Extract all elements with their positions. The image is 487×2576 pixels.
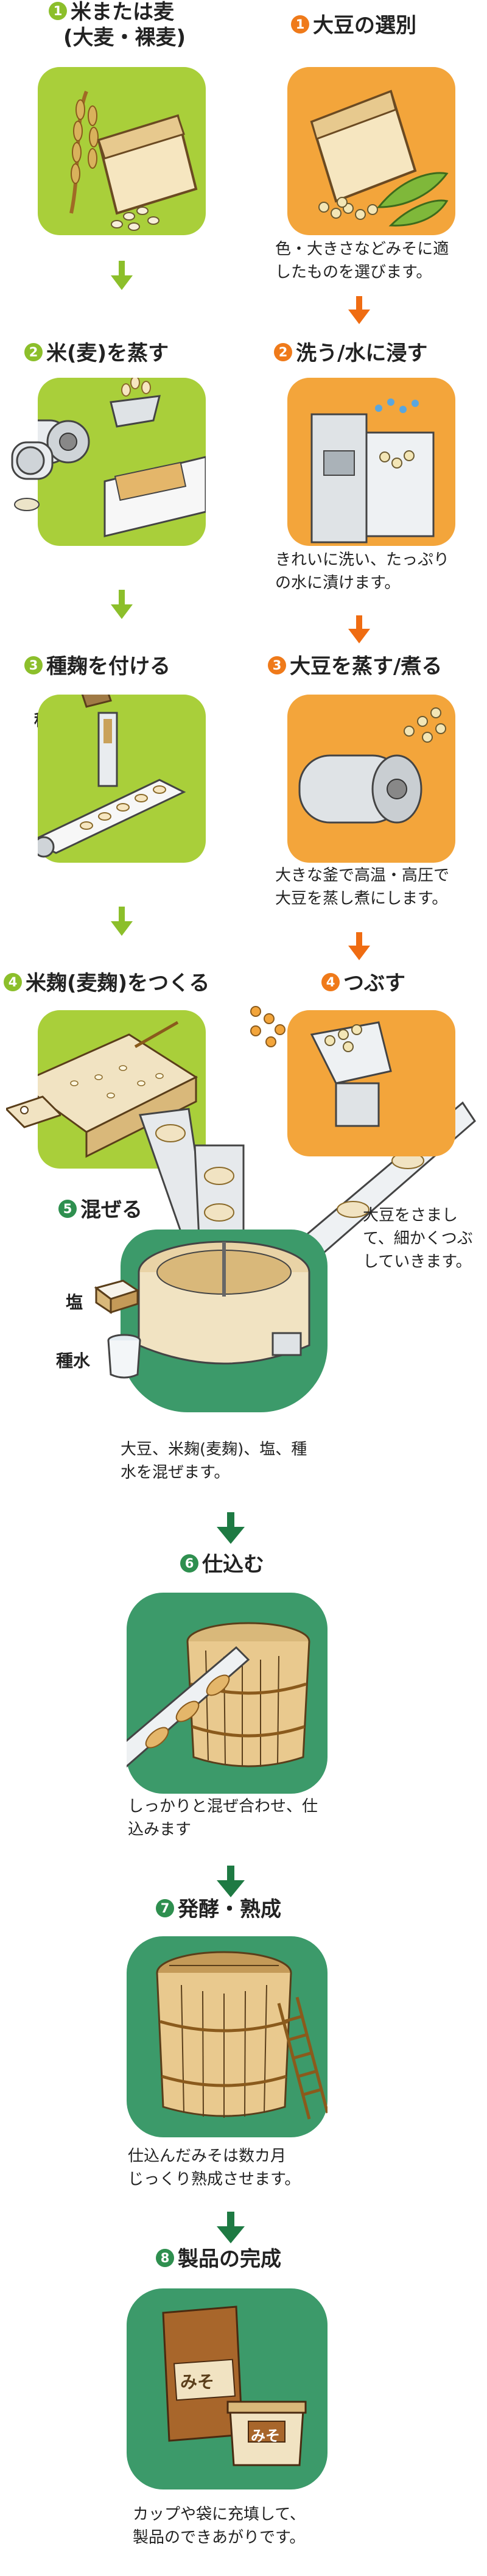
step-number-badge: 8	[156, 2248, 174, 2267]
miso-bag-label: みそ	[180, 2372, 215, 2392]
step-number-badge: 7	[156, 1898, 174, 1917]
caption-line: 込みます	[128, 1821, 192, 1839]
pressure-cooker-illustration	[287, 695, 455, 863]
step1-rice-subtitle: (大麦・裸麦)	[63, 26, 186, 50]
koji-tray-left	[6, 1072, 61, 1139]
caption-line: したものを選びます。	[275, 263, 432, 281]
rice-grain-illustration	[38, 67, 206, 235]
step-number-badge: 1	[291, 15, 309, 34]
caption-line: 仕込んだみそは数カ月	[128, 2147, 287, 2165]
koji-seeding-illustration	[38, 695, 206, 863]
bean-washer-illustration	[287, 378, 455, 546]
step-number-badge: 3	[268, 656, 286, 674]
step-number-badge: 3	[24, 656, 43, 674]
step-title-text: 製品の完成	[178, 2247, 281, 2271]
barrel-filling-illustration	[127, 1593, 328, 1794]
caption-line: 色・大きさなどみそに適	[275, 240, 449, 258]
caption-line: 製品のできあがりです。	[133, 2528, 306, 2547]
rice-steamer-illustration	[38, 378, 206, 546]
step2-wash-caption: きれいに洗い、たっぷり の水に漬けます。	[275, 548, 449, 595]
step8-product-caption: カップや袋に充填して、 製品のできあがりです。	[133, 2503, 306, 2549]
step-number-badge: 2	[274, 342, 292, 361]
caption-line: て、細かくつぶ	[363, 1230, 473, 1248]
rice-steamer-extension	[6, 439, 55, 512]
step-title-text: 種麹を付ける	[46, 654, 170, 679]
caption-line: 大豆をさまし	[363, 1206, 458, 1225]
aging-barrel-illustration	[127, 1936, 328, 2137]
caption-line: 大きな釜で高温・高圧で	[275, 866, 450, 885]
bean-masher-illustration	[287, 1010, 455, 1156]
step-title-text: 洗う/水に浸す	[296, 341, 428, 366]
step-title-text: 仕込む	[202, 1552, 264, 1577]
step-title-text: 大豆を蒸す/煮る	[290, 654, 443, 679]
step1-soy-caption: 色・大きさなどみそに適 したものを選びます。	[275, 238, 449, 284]
caption-line: していきます。	[363, 1253, 472, 1271]
step-number-badge: 2	[24, 342, 43, 361]
flying-beans	[244, 999, 298, 1054]
caption-line: の水に漬けます。	[275, 574, 401, 592]
mixer-illustration	[121, 1230, 328, 1412]
step-number-badge: 1	[49, 1, 67, 20]
step-number-badge: 4	[321, 972, 340, 991]
step-number-badge: 6	[180, 1554, 198, 1573]
caption-line: カップや袋に充填して、	[133, 2505, 306, 2524]
salt-box-icon	[93, 1272, 141, 1315]
step3-steam-beans-caption: 大きな釜で高温・高圧で 大豆を蒸し煮にします。	[275, 864, 449, 910]
caption-line: 水を混ぜます。	[121, 1463, 230, 1482]
seed-water-label: 種水	[56, 1351, 91, 1371]
step-number-badge: 4	[4, 972, 22, 991]
step-title-text: 発酵・熟成	[178, 1897, 281, 1922]
caption-line: きれいに洗い、たっぷり	[275, 551, 450, 569]
caption-line: 大豆を蒸し煮にします。	[275, 890, 448, 908]
koji-making-illustration	[38, 1010, 206, 1169]
step5-mix-caption: 大豆、米麹(麦麹)、塩、種 水を混ぜます。	[121, 1438, 307, 1484]
caption-line: じっくり熟成させます。	[128, 2170, 301, 2189]
step4-mash-caption: 大豆をさまし て、細かくつぶ していきます。	[363, 1204, 473, 1273]
step-number-badge: 5	[58, 1199, 77, 1218]
step-title-text: 米または麦	[71, 0, 174, 24]
step6-prepare-caption: しっかりと混ぜ合わせ、仕 込みます	[128, 1795, 318, 1841]
step-title-text: 大豆の選別	[313, 13, 416, 38]
seed-water-cup-icon	[106, 1333, 142, 1382]
miso-cup-label: みそ	[251, 2427, 280, 2444]
caption-line: しっかりと混ぜ合わせ、仕	[128, 1797, 318, 1816]
step7-ferment-caption: 仕込んだみそは数カ月 じっくり熟成させます。	[128, 2145, 300, 2191]
soybean-sack-illustration	[287, 67, 455, 235]
step-title-text: つぶす	[343, 971, 405, 996]
step-title-text: 米麹(麦麹)をつくる	[26, 971, 210, 996]
miso-products-illustration	[127, 2288, 328, 2489]
caption-line: 大豆、米麹(麦麹)、塩、種	[121, 1440, 307, 1459]
salt-label: 塩	[66, 1292, 83, 1312]
step-title-text: 混ぜる	[80, 1198, 142, 1222]
step-title-text: 米(麦)を蒸す	[46, 341, 169, 366]
